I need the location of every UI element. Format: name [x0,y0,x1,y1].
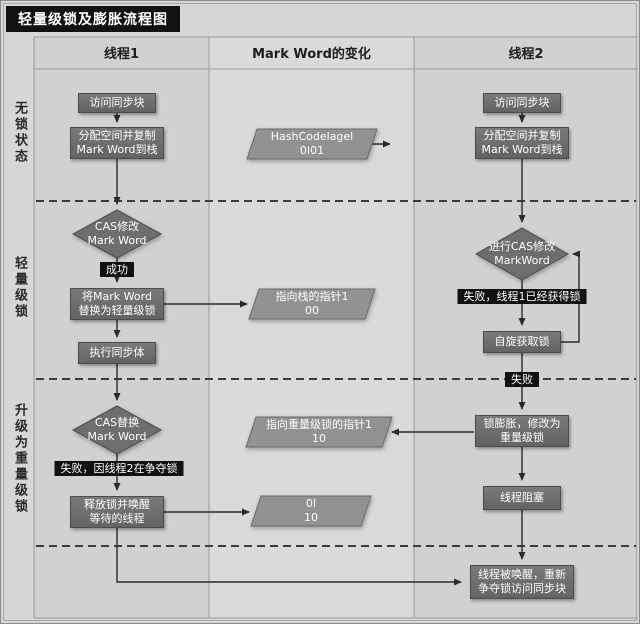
parallelogram-hashcode-state [246,128,378,160]
node-alloc-copy-t1: 分配空间并复制 Mark Word到栈 [70,127,164,159]
parallelogram-final-state [250,495,372,527]
node-access-sync-t1: 访问同步块 [78,93,156,113]
lane-label-no-lock: 无锁状态 [12,101,27,165]
node-spin-t2: 自旋获取锁 [483,331,561,353]
node-woken-t2: 线程被唤醒，重新 争夺锁访问同步块 [470,565,574,599]
node-access-sync-t2: 访问同步块 [483,93,561,113]
column-header-thread2: 线程2 [508,47,544,62]
lane-label-lightweight: 轻量级锁 [12,256,27,320]
tag-success-t1: 成功 [100,262,134,277]
parallelogram-heavy-pointer-state [245,416,393,448]
diamond-cas-replace-t1 [71,405,163,455]
tag-fail-t2: 失败 [505,372,539,387]
node-blocked-t2: 线程阻塞 [483,486,561,510]
node-exec-sync-t1: 执行同步体 [78,342,156,364]
page-title: 轻量级锁及膨胀流程图 [6,6,180,32]
diamond-cas-modify-t2 [474,227,570,281]
node-replace-lightweight-t1: 将Mark Word 替换为轻量级锁 [70,288,164,320]
tag-fail-acquired-t2: 失败，线程1已经获得锁 [457,289,587,304]
column-header-thread1: 线程1 [103,47,140,62]
node-release-wake-t1: 释放锁并唤醒 等待的线程 [70,496,164,528]
lane-label-heavyweight: 升级为重量级锁 [12,403,27,515]
diamond-cas-modify-t1 [71,209,163,259]
markword-parallelograms [245,128,393,527]
parallelogram-stack-pointer-state [248,288,376,320]
node-inflate-t2: 锁膨胀，修改为 重量级锁 [475,415,569,447]
grid-lines [33,36,638,619]
tag-fail-t1: 失败，因线程2在争夺锁 [54,461,184,476]
decision-diamonds [71,209,570,455]
column-header-markword: Mark Word的变化 [252,47,371,62]
column-backgrounds [34,37,638,618]
node-alloc-copy-t2: 分配空间并复制 Mark Word到栈 [475,127,569,159]
